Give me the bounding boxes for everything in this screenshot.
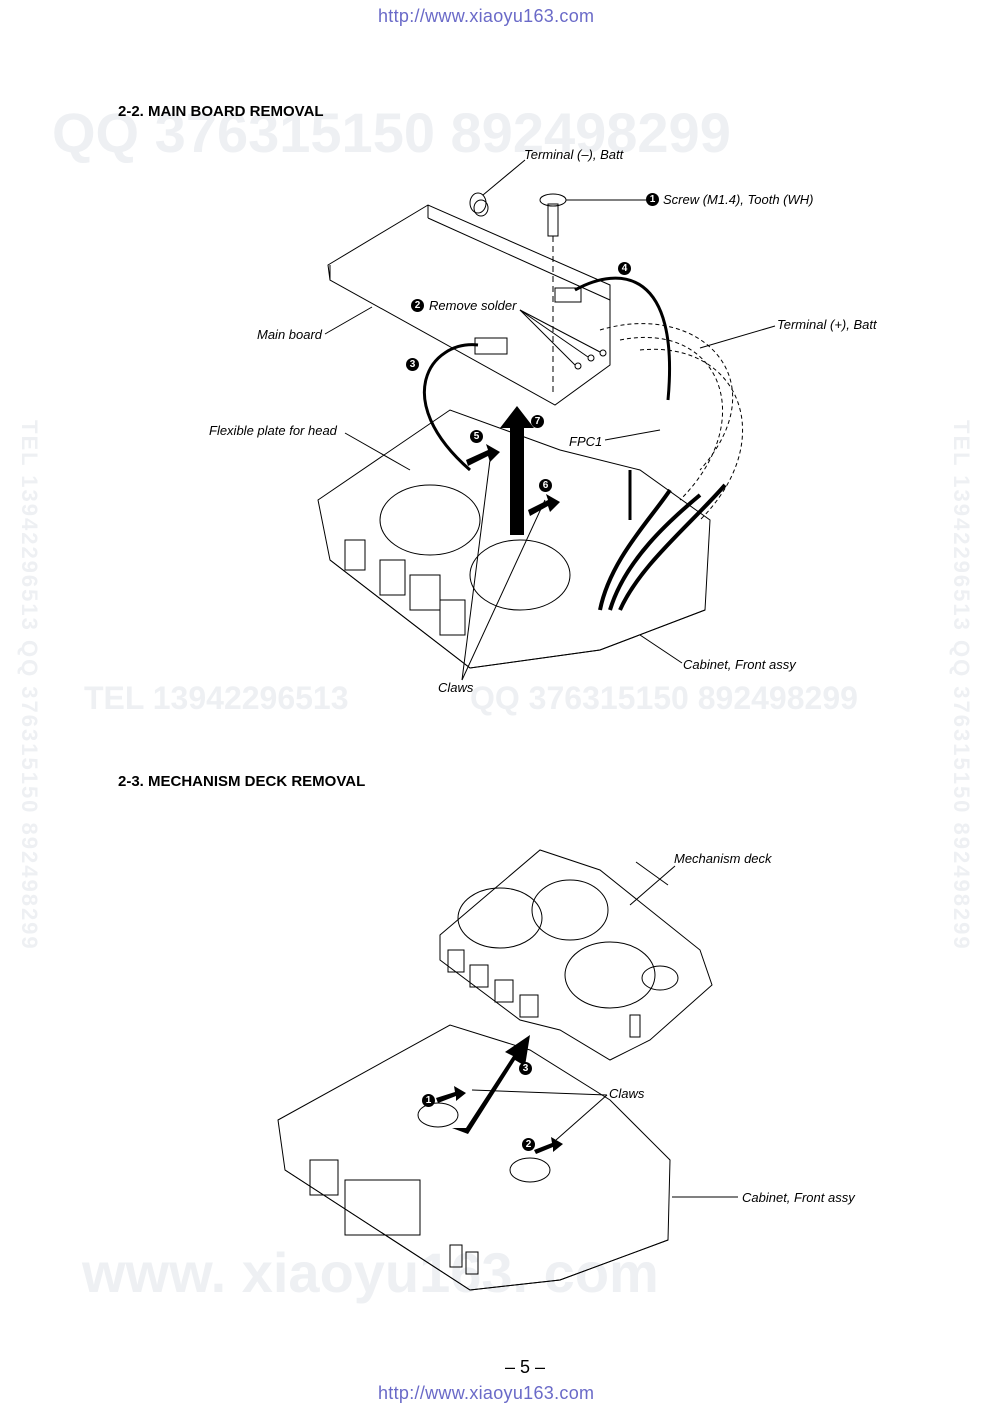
step-5-badge: 5 (470, 430, 483, 443)
cabinet-front-assy-2-outline (277, 1024, 671, 1291)
section-title-mechanism-deck-removal: 2-3. MECHANISM DECK REMOVAL (118, 773, 366, 790)
label-cabinet-front-assy-deck: Cabinet, Front assy (742, 1190, 855, 1205)
label-claws-deck: Claws (609, 1086, 645, 1101)
watermark-left-vertical: TEL 13942296513 QQ 376315150 892498299 (17, 420, 42, 951)
header-url[interactable]: http://www.xiaoyu163.com (378, 6, 595, 26)
footer-url[interactable]: http://www.xiaoyu163.com (378, 1383, 595, 1403)
step-4-badge: 4 (618, 262, 631, 275)
mechanism-deck-outline (439, 849, 713, 1061)
watermark-mid-right: QQ 376315150 892498299 (470, 680, 858, 716)
lift-arrow-deck (452, 1035, 530, 1134)
watermark-top: QQ 376315150 892498299 (52, 101, 731, 164)
label-mechanism-deck: Mechanism deck (674, 851, 772, 866)
label-fpc1: FPC1 (569, 434, 603, 449)
step-1-badge-deck: 1 (422, 1094, 435, 1107)
lift-arrow (500, 406, 534, 535)
step-1-badge: 1 (646, 193, 659, 206)
step-2-badge-deck: 2 (522, 1138, 535, 1151)
step-3-badge: 3 (406, 358, 419, 371)
step-6-badge: 6 (539, 479, 552, 492)
label-flexible-plate: Flexible plate for head (209, 423, 337, 438)
watermark-right-vertical: TEL 13942296513 QQ 376315150 892498299 (949, 420, 974, 951)
label-claws: Claws (438, 680, 474, 695)
label-terminal-plus: Terminal (+), Batt (777, 317, 877, 332)
label-cabinet-front-assy: Cabinet, Front assy (683, 657, 796, 672)
label-terminal-minus: Terminal (–), Batt (524, 147, 624, 162)
watermark-bottom: www. xiaoyu163. com (82, 1241, 659, 1304)
page-number: – 5 – (505, 1357, 546, 1377)
label-remove-solder: Remove solder (429, 298, 517, 313)
step-3-badge-deck: 3 (519, 1062, 532, 1075)
step-7-badge: 7 (531, 415, 544, 428)
section-title-main-board-removal: 2-2. MAIN BOARD REMOVAL (118, 103, 324, 120)
step-2-badge: 2 (411, 299, 424, 312)
watermark-mid-left: TEL 13942296513 (84, 680, 349, 716)
label-main-board: Main board (257, 327, 323, 342)
label-screw: Screw (M1.4), Tooth (WH) (663, 192, 814, 207)
